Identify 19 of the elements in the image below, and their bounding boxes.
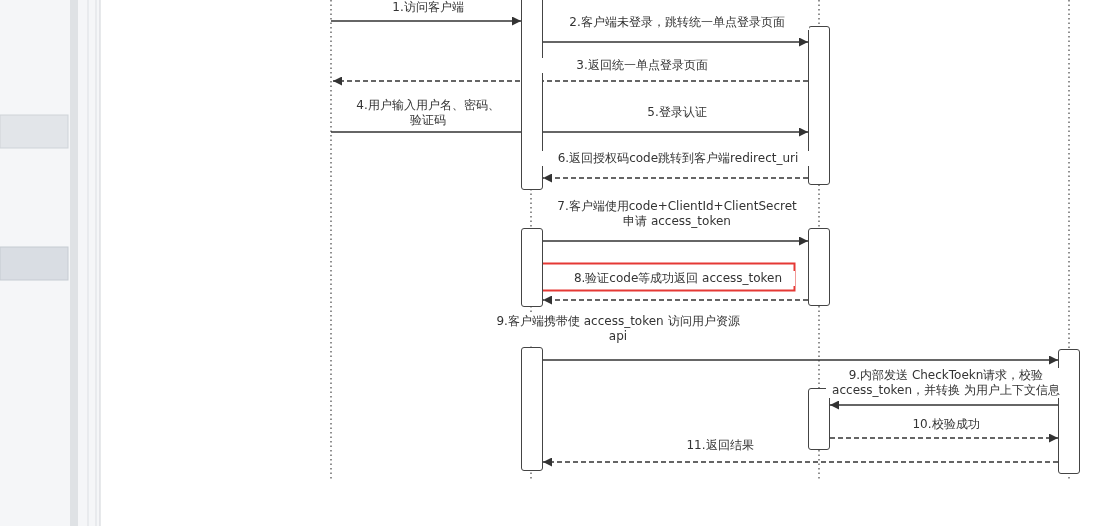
activation-bar: [808, 228, 830, 306]
arrow: [542, 173, 809, 183]
activation-bar: [521, 228, 543, 307]
arrow: [542, 236, 809, 246]
arrow: [332, 76, 809, 86]
arrow: [829, 400, 1059, 410]
arrow: [542, 127, 809, 137]
activation-bar: [808, 26, 830, 185]
arrow: [542, 295, 809, 305]
arrow: [542, 457, 1059, 467]
activation-bar: [521, 347, 543, 471]
arrow: [330, 16, 522, 26]
arrow: [542, 37, 809, 47]
arrow: [829, 433, 1059, 443]
activation-bar: [521, 0, 543, 190]
connector-line: [330, 131, 522, 133]
arrow: [542, 355, 1059, 365]
activation-bar: [808, 388, 830, 450]
activation-bar: [1058, 349, 1080, 474]
